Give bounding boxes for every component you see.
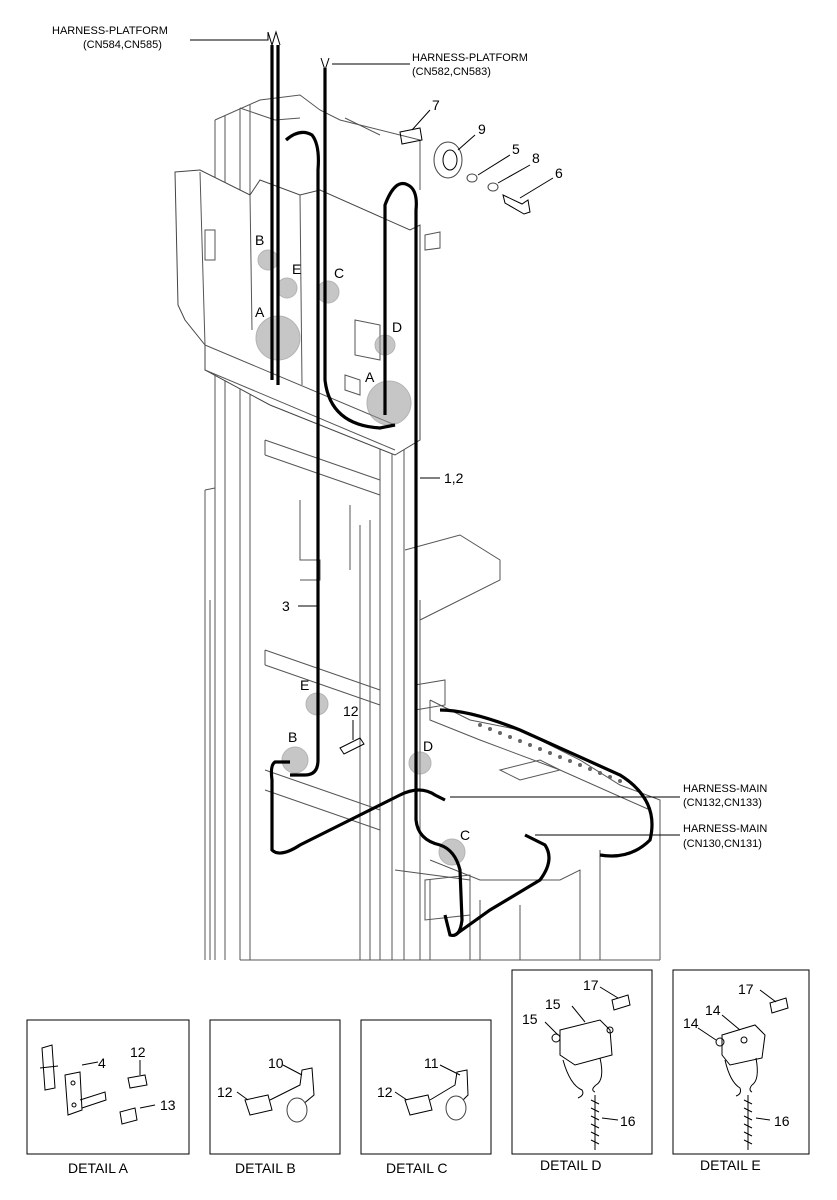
point-e-top: E [292,261,301,277]
detail-a: 4 12 13 DETAIL A [26,1019,190,1176]
callout-1-2: 1,2 [444,470,464,486]
detail-e-spring-16 [743,1095,753,1150]
detail-point-letters: B E C A D A E B D C [255,232,470,843]
harness-main-2-connectors: (CN130,CN131) [683,838,762,850]
perforation-dots [478,723,622,783]
harness-labels: HARNESS-PLATFORM (CN584,CN585) HARNESS-P… [52,25,767,850]
harness-platform-1-connectors: (CN584,CN585) [83,39,162,51]
detail-e-callout-16: 16 [774,1113,790,1129]
spot-b-top [257,249,279,271]
point-b-low: B [288,729,297,745]
detail-e-callout-17: 17 [738,981,754,997]
part-8-washer [487,182,499,192]
harness-platform-2-label: HARNESS-PLATFORM [412,52,528,64]
mast-structure [174,94,661,961]
point-d-low: D [423,738,433,754]
point-b-top: B [255,232,264,248]
part-5-washer [466,173,478,183]
point-e-low: E [300,677,309,693]
detail-c: 11 12 DETAIL C [360,1019,492,1176]
callout-3: 3 [282,598,290,614]
detail-b: 10 12 DETAIL B [209,1019,341,1176]
detail-a-bolt-12 [127,1074,148,1089]
part-6-bolt [502,194,531,215]
spot-a-mid [366,380,412,426]
leader-lines [190,32,680,836]
harness-main-1-connectors: (CN132,CN133) [683,797,762,809]
detail-d-callout-16: 16 [620,1113,636,1129]
callout-7: 7 [432,97,440,113]
spot-c-top [316,280,340,304]
part-12-bolt-mid [339,737,365,755]
point-c-low: C [460,827,470,843]
detail-d-caption: DETAIL D [540,1157,601,1173]
spot-d-low [408,751,432,775]
point-d-top: D [392,319,402,335]
detail-d-bolt-17 [611,994,631,1011]
detail-a-callout-4: 4 [98,1055,106,1071]
detail-c-clamp-11 [445,1095,467,1121]
part-9-pulley [433,141,463,179]
harness-main-1-label: HARNESS-MAIN [683,783,767,795]
detail-d: 17 15 15 16 DETAIL D [511,969,653,1173]
detail-a-caption: DETAIL A [68,1160,129,1176]
detail-c-frame [360,1019,492,1155]
detail-b-bolt-12 [244,1094,273,1116]
detail-e-callout-14a: 14 [705,1002,721,1018]
detail-b-callout-10: 10 [268,1055,284,1071]
harness-cables [267,30,654,938]
spot-e-top [276,277,298,299]
detail-b-frame [209,1019,341,1155]
part-7-pin [399,127,423,145]
detail-b-clamp-10 [286,1097,308,1123]
detail-a-callout-13: 13 [160,1097,176,1113]
spot-b-low [281,746,309,774]
pulley-parts [399,127,531,215]
detail-d-spring-16 [590,1095,600,1150]
detail-d-callout-15b: 15 [522,1011,538,1027]
detail-d-bracket-15 [559,1019,613,1066]
detail-e: 17 14 14 16 DETAIL E [672,969,810,1173]
detail-a-callout-12: 12 [130,1044,146,1060]
callout-5: 5 [512,141,520,157]
harness-main-2-label: HARNESS-MAIN [683,823,767,835]
callout-9: 9 [478,121,486,137]
detail-e-bolt-17 [769,997,789,1014]
detail-d-callout-15a: 15 [545,996,561,1012]
part-callouts: 7 9 5 8 6 1,2 3 12 [282,97,563,719]
harness-platform-1-label: HARNESS-PLATFORM [52,25,168,37]
callout-12-main: 12 [343,703,359,719]
detail-c-bolt-12 [404,1094,433,1116]
detail-e-bracket-14 [721,1024,766,1066]
harness-platform-2-connectors: (CN582,CN583) [412,66,491,78]
callout-8: 8 [532,150,540,166]
detail-a-frame [26,1019,190,1155]
detail-b-callout-12: 12 [217,1084,233,1100]
detail-e-callout-14b: 14 [683,1015,699,1031]
detail-c-callout-11: 11 [424,1055,439,1071]
detail-e-caption: DETAIL E [700,1157,761,1173]
point-a-mid: A [365,369,375,385]
detail-b-caption: DETAIL B [235,1160,296,1176]
point-c-top: C [334,265,344,281]
callout-6: 6 [555,165,563,181]
detail-a-bolt-13 [119,1107,138,1125]
point-a-top: A [255,304,265,320]
detail-d-callout-17: 17 [583,977,599,993]
detail-c-callout-12: 12 [377,1084,393,1100]
detail-c-caption: DETAIL C [386,1160,447,1176]
